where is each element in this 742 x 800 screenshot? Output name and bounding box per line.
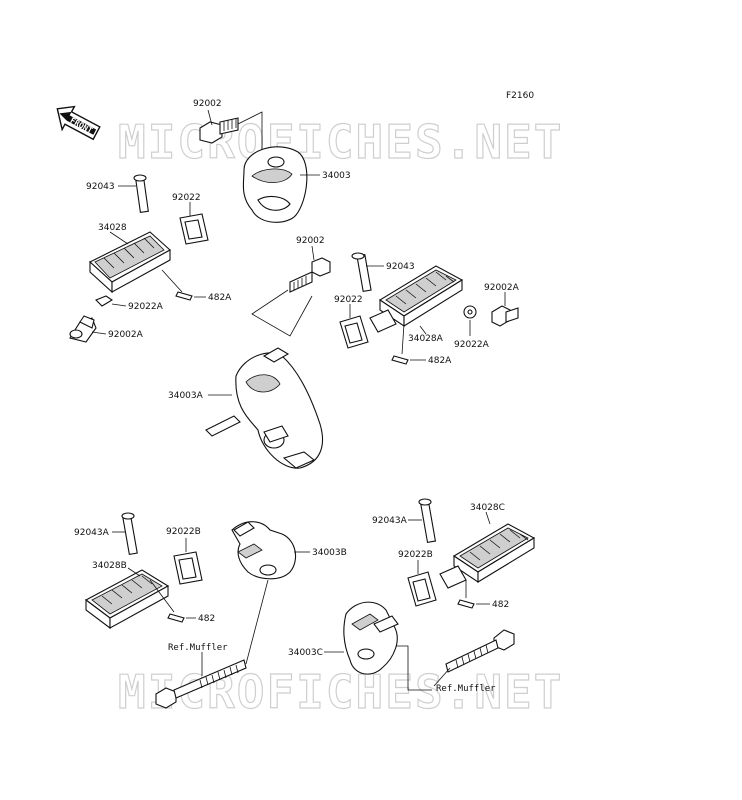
cotter-482-left <box>167 613 185 623</box>
label-34003: 34003 <box>322 171 351 181</box>
label-482A-right: 482A <box>428 356 452 366</box>
label-34028: 34028 <box>98 223 127 233</box>
diagram-code: F2160 <box>506 91 534 101</box>
label-92022B-left: 92022B <box>166 527 201 537</box>
rubber-92022-left <box>179 213 209 245</box>
label-92022A-right: 92022A <box>454 340 490 350</box>
watermark-bottom: MICROFICHES.NET <box>118 665 563 719</box>
label-34003A: 34003A <box>168 391 204 401</box>
pin-92043A-left <box>121 512 138 556</box>
leader-92002-top <box>207 109 213 126</box>
bolt-ref-muffler-left <box>155 659 247 709</box>
leader-ref-muffler-left <box>201 579 269 676</box>
label-92002-mid: 92002 <box>296 236 325 246</box>
bolt-92002-mid <box>289 257 331 293</box>
label-92043-left: 92043 <box>86 182 115 192</box>
watermark-top: MICROFICHES.NET <box>118 115 563 169</box>
label-ref-muffler-right: Ref.Muffler <box>436 684 496 694</box>
pin-92043-right <box>351 252 372 293</box>
bolt-92002-top <box>199 117 239 144</box>
leader-34028A <box>419 325 427 335</box>
cotter-482-right <box>457 599 475 609</box>
label-482-left: 482 <box>198 614 215 624</box>
footpeg-34028A <box>369 265 464 333</box>
label-92022-left: 92022 <box>172 193 201 203</box>
label-482-right: 482 <box>492 600 509 610</box>
label-92043A-left: 92043A <box>74 528 110 538</box>
leader-482A-right <box>401 323 426 361</box>
leader-482-right <box>465 580 490 605</box>
label-34028B: 34028B <box>92 561 127 571</box>
cotter-482A-left <box>175 291 193 301</box>
label-92002A-right: 92002A <box>484 283 520 293</box>
label-92002A-left: 92002A <box>108 330 144 340</box>
washer-92022A-right <box>463 305 477 319</box>
label-92043-right: 92043 <box>386 262 415 272</box>
bolt-92002A-left <box>69 315 97 343</box>
label-34028A: 34028A <box>408 334 444 344</box>
pin-92043-left <box>133 174 149 214</box>
label-ref-muffler-left: Ref.Muffler <box>168 643 228 653</box>
label-482A-left: 482A <box>208 293 232 303</box>
leader-92022A-left <box>111 303 127 307</box>
front-arrow-icon: FRONT <box>56 105 101 141</box>
cotter-482A-right <box>391 355 409 365</box>
label-92002-top: 92002 <box>193 99 222 109</box>
rubber-92022B-right <box>407 571 437 607</box>
leader-ref-muffler-right <box>396 645 451 691</box>
label-92022A-left: 92022A <box>128 302 164 312</box>
washer-92022A-left <box>95 295 114 307</box>
leader-482A-left <box>161 269 206 298</box>
leader-92002-mid-to-34003A <box>251 289 313 337</box>
bracket-34003 <box>242 146 308 223</box>
bracket-34003A <box>205 347 324 469</box>
leader-92002-mid <box>311 245 315 261</box>
label-92022B-right: 92022B <box>398 550 433 560</box>
leader-482-left <box>149 579 196 619</box>
rubber-92022-right <box>339 315 369 349</box>
footpeg-34028 <box>89 231 171 294</box>
pin-92043A-right <box>418 498 437 544</box>
label-92022-right: 92022 <box>334 295 363 305</box>
bolt-92002A-right <box>491 305 519 327</box>
footpeg-34028C <box>439 523 536 589</box>
bolt-ref-muffler-right <box>445 629 515 673</box>
label-92043A-right: 92043A <box>372 516 408 526</box>
label-34003B: 34003B <box>312 548 347 558</box>
rubber-92022B-left <box>173 551 203 585</box>
leader-34028B <box>127 567 141 577</box>
bracket-34003C <box>343 601 399 675</box>
bracket-34003B <box>231 521 297 580</box>
label-34028C: 34028C <box>470 503 505 513</box>
footpeg-34028B <box>84 569 170 630</box>
label-34003C: 34003C <box>288 648 323 658</box>
leader-92002A-left <box>91 331 107 335</box>
leader-34028 <box>109 231 129 245</box>
leader-34028C <box>485 511 491 525</box>
